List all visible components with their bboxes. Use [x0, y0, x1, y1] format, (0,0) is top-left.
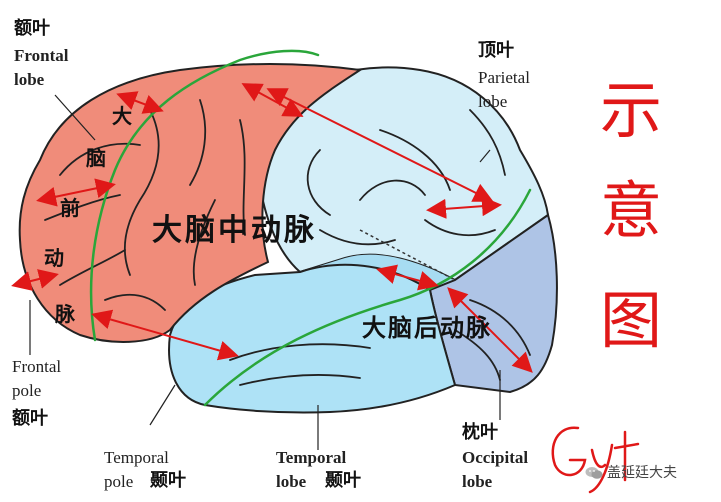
parietal-lobe-cn-label: 顶叶	[478, 40, 514, 61]
temporal-pole-cn-label: 颞叶	[150, 470, 186, 491]
temporal-pole-en-label: Temporal pole	[104, 448, 169, 491]
watermark-text: 盖延廷大夫	[607, 465, 677, 481]
side-note-char-1: 示	[600, 74, 663, 147]
watershed-lines	[89, 49, 532, 407]
wechat-icon	[585, 466, 603, 480]
anterior-artery-char-5: 脉	[55, 302, 75, 326]
anterior-artery-char-1: 大	[112, 104, 132, 128]
parietal-lobe-en-label: Parietal lobe	[478, 68, 530, 111]
anterior-artery-char-3: 前	[60, 196, 80, 220]
occipital-lobe-cn-label: 枕叶	[462, 422, 498, 443]
side-note-char-2: 意	[600, 174, 663, 247]
occipital-lobe-en-label: Occipital lobe	[462, 448, 529, 491]
temporal-lobe-en-label: Temporal lobe	[276, 448, 347, 491]
anterior-artery-char-2: 脑	[86, 146, 106, 170]
frontal-lobe-cn-label: 额叶	[14, 18, 50, 39]
frontal-pole-cn-label: 额叶	[12, 408, 48, 429]
side-note-char-3: 图	[600, 284, 663, 357]
anterior-artery-char-4: 动	[44, 246, 64, 270]
handwritten-signature	[551, 426, 640, 494]
posterior-cerebral-artery-label: 大脑后动脉	[362, 314, 492, 342]
temporal-lobe-cn-label: 颞叶	[325, 470, 361, 491]
frontal-lobe-en-label: Frontal lobe	[14, 46, 69, 89]
artery-arrows	[11, 83, 533, 373]
leader-lines	[29, 94, 501, 450]
watermark: 盖延廷大夫	[585, 462, 677, 482]
middle-cerebral-artery-label: 大脑中动脉	[152, 213, 317, 248]
frontal-pole-en-label: Frontal pole	[12, 357, 62, 400]
